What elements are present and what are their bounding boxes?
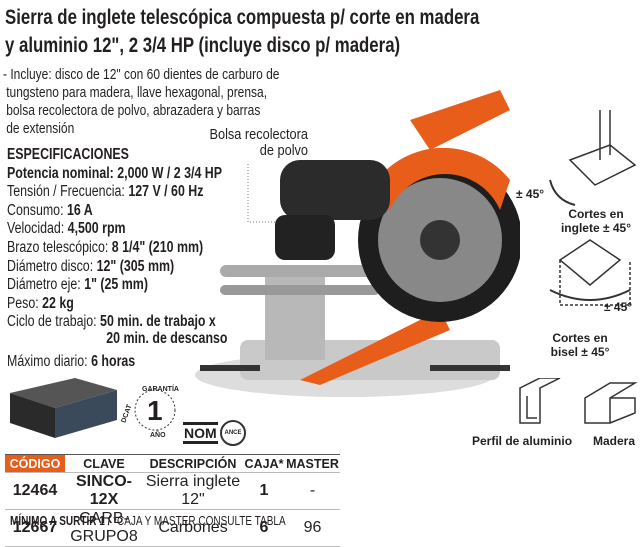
spec-row: Máximo diario: 6 horas	[7, 352, 136, 370]
spec-row: Potencia nominal: 2,000 W / 2 3/4 HP	[7, 164, 223, 182]
miter-angle-label: ± 45°	[516, 187, 545, 201]
cut-angle-diagrams	[549, 110, 637, 306]
wood-label: Madera	[593, 434, 636, 448]
spec-row: Peso: 22 kg	[7, 294, 74, 312]
spec-row: Diámetro eje: 1" (25 mm)	[7, 276, 148, 294]
table-header: CÓDIGO CLAVE DESCRIPCIÓN CAJA* MASTER	[5, 454, 340, 473]
dust-bag-callout: Bolsa recolectora de polvo	[209, 126, 308, 159]
specifications: ESPECIFICACIONES Potencia nominal: 2,000…	[7, 146, 228, 370]
table-row: 12464 SINCO-12X Sierra inglete 12" 1 -	[5, 472, 340, 510]
material-icons	[519, 378, 638, 424]
product-table: CÓDIGO CLAVE DESCRIPCIÓN CAJA* MASTER 12…	[5, 454, 340, 547]
product-title: Sierra de inglete telescópica compuesta …	[5, 6, 480, 57]
ance-logo: ANCE	[220, 420, 246, 446]
aluminum-profile-label: Perfil de aluminio	[472, 434, 573, 448]
spec-row: Consumo: 16 A	[7, 201, 93, 219]
spec-row: Tensión / Frecuencia: 127 V / 60 Hz	[7, 183, 204, 201]
product-box-image	[10, 378, 117, 438]
bevel-angle-label: ± 45°	[604, 300, 633, 314]
nom-logo: NOM	[183, 422, 218, 444]
includes-text: - Incluye: disco de 12" con 60 dientes d…	[3, 66, 280, 137]
warranty-badge	[134, 389, 176, 431]
bevel-cut-label: Cortes en bisel ± 45°	[550, 331, 610, 359]
miter-saw-image	[195, 90, 520, 397]
spec-row: Diámetro disco: 12" (305 mm)	[7, 257, 175, 275]
miter-cut-label: Cortes en inglete ± 45°	[560, 207, 632, 235]
spec-row: Velocidad: 4,500 rpm	[7, 220, 126, 238]
footer-note: MÍNIMO A SURTIR 1 / *CAJA Y MASTER CONSU…	[10, 514, 286, 528]
warranty-years: 1	[147, 395, 163, 426]
spec-row: Brazo telescópico: 8 1/4" (210 mm)	[7, 238, 204, 256]
